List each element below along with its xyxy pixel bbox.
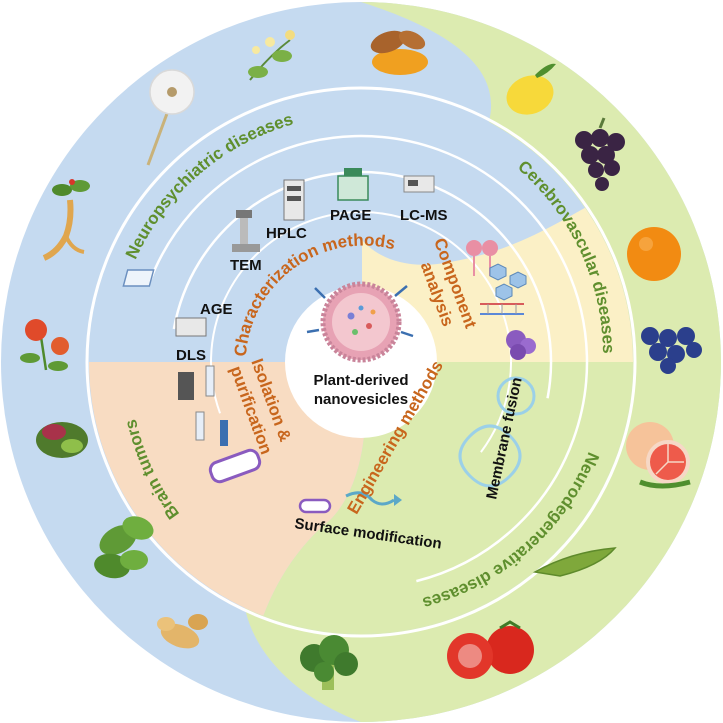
lcms-instrument-icon — [403, 175, 435, 193]
rna-icon — [480, 303, 524, 315]
label-dls: DLS — [176, 347, 206, 364]
grapefruit-icon — [626, 422, 691, 489]
label-lc-ms: LC-MS — [400, 207, 448, 224]
orange-icon — [627, 227, 681, 281]
hplc-instrument-icon — [283, 179, 305, 221]
label-age: AGE — [200, 301, 233, 318]
label-page: PAGE — [330, 207, 371, 224]
page-apparatus-icon — [337, 168, 369, 201]
vesicle-icon — [306, 281, 414, 363]
center-title-line1: Plant-derived — [313, 372, 408, 389]
label-hplc: HPLC — [266, 225, 307, 242]
label-tem: TEM — [230, 257, 262, 274]
age-gel-icon — [122, 269, 155, 287]
dls-instrument-icon — [175, 317, 207, 337]
center-title-line2: nanovesicles — [314, 391, 408, 408]
safflower-icon — [20, 319, 69, 371]
protein-icon — [506, 330, 536, 360]
membrane-fusion-icon — [458, 376, 536, 488]
tomato-icon — [447, 620, 534, 679]
blueberry-icon — [641, 327, 702, 374]
isolation-tools-icon — [178, 365, 262, 484]
bitter-melon-icon — [532, 547, 617, 577]
ginger-icon — [157, 614, 208, 649]
surface-modification-icon — [298, 491, 402, 514]
herb-salad-icon — [36, 422, 88, 458]
lemon-icon — [506, 63, 556, 115]
grape-icon — [575, 117, 625, 191]
broccoli-icon — [300, 635, 358, 690]
dandelion-icon — [146, 69, 195, 166]
tem-microscope-icon — [232, 210, 260, 252]
basil-icon — [94, 516, 154, 579]
molecule-icon — [489, 263, 527, 301]
ginseng-icon — [42, 179, 90, 261]
turmeric-icon — [370, 30, 428, 75]
honeysuckle-icon — [248, 30, 295, 81]
